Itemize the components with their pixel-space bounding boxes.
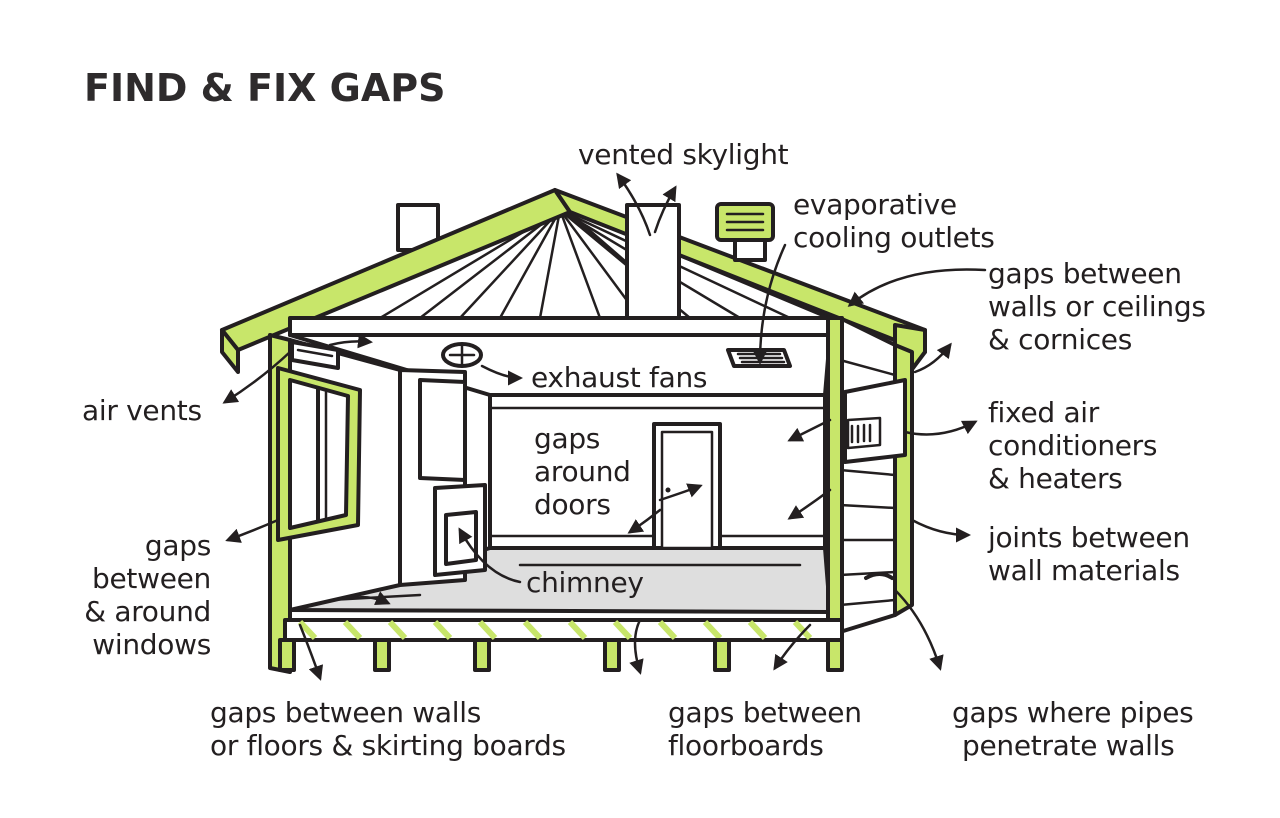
label-air-vents: air vents	[82, 394, 202, 427]
fireplace-opening	[444, 510, 478, 566]
label-windows-line4: windows	[92, 628, 211, 661]
label-joints-line1: joints between	[987, 521, 1190, 554]
stumps	[278, 638, 844, 672]
label-evaporative-line1: evaporative	[793, 188, 957, 221]
right-wall-post	[826, 316, 844, 642]
label-fixed-ac-line3: & heaters	[988, 462, 1122, 495]
label-windows-line2: between	[92, 562, 211, 595]
label-walls-ceilings-line1: gaps between	[988, 257, 1182, 290]
cooler-vents	[725, 212, 765, 232]
label-doors-line1: gaps	[534, 422, 600, 455]
label-doors-line3: doors	[534, 488, 611, 521]
label-fixed-ac-line1: fixed air	[988, 396, 1100, 429]
label-vented-skylight: vented skylight	[578, 138, 789, 171]
roof-left-fascia	[220, 328, 240, 374]
callout-labels: vented skylight evaporative cooling outl…	[82, 138, 1206, 762]
label-doors-line2: around	[534, 455, 631, 488]
door-knob	[665, 487, 671, 493]
label-joints-line2: wall materials	[988, 554, 1180, 587]
label-exhaust-fans: exhaust fans	[531, 361, 707, 394]
label-skirting-line1: gaps between walls	[210, 696, 481, 729]
pipe	[864, 572, 894, 580]
skylight-shaft	[625, 203, 681, 327]
label-floorboards-line2: floorboards	[668, 729, 824, 762]
label-chimney: chimney	[526, 566, 644, 599]
diagram-title: FIND & FIX GAPS	[84, 66, 445, 110]
label-windows-line1: gaps	[145, 529, 211, 562]
label-skirting-line2: or floors & skirting boards	[210, 729, 566, 762]
label-walls-ceilings-line2: walls or ceilings	[988, 290, 1206, 323]
label-pipes-line1: gaps where pipes	[952, 696, 1193, 729]
label-floorboards-line1: gaps between	[668, 696, 862, 729]
ceiling-slab	[288, 316, 832, 337]
joist-pattern	[297, 619, 813, 641]
callout-arrows	[222, 172, 987, 681]
label-fixed-ac-line2: conditioners	[988, 429, 1157, 462]
label-windows-line3: & around	[84, 595, 211, 628]
label-walls-ceilings-line3: & cornices	[988, 323, 1132, 356]
chimney-upper	[418, 378, 467, 482]
air-vent	[290, 340, 340, 370]
siding-boards	[838, 358, 897, 607]
label-pipes-line2: penetrate walls	[962, 729, 1174, 762]
label-evaporative-line2: cooling outlets	[793, 221, 995, 254]
